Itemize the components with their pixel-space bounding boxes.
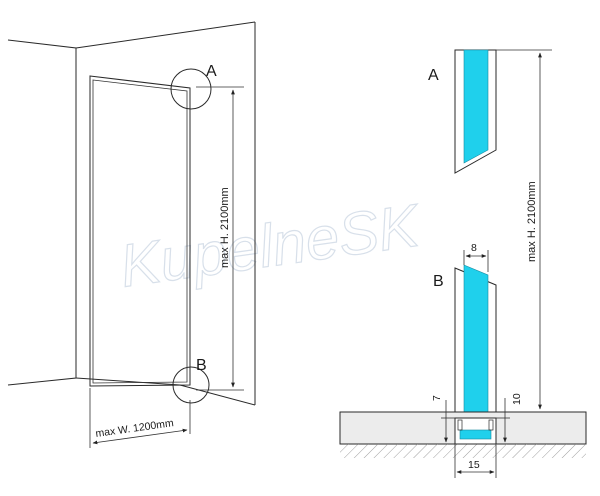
profile-right-height-dimension [496, 398, 510, 443]
thickness-dimension [463, 250, 489, 272]
left-height-label: max H. 2100mm [219, 187, 231, 268]
room-outline [7, 21, 256, 406]
left-label-a: A [206, 63, 217, 80]
left-label-b: B [196, 357, 207, 374]
width-dimension [89, 388, 191, 448]
profile-left-height-dimension [441, 400, 455, 443]
right-view: A B 8 15 [339, 49, 587, 478]
thickness-value: 8 [471, 242, 477, 254]
right-label-a: A [428, 67, 439, 84]
right-height-label: max H. 2100mm [526, 181, 538, 262]
height-dimension [196, 86, 244, 391]
glass-panel-outline [89, 75, 191, 387]
profile-right-height-value: 10 [511, 393, 523, 405]
profile-width-value: 15 [468, 459, 480, 471]
right-label-b: B [433, 273, 444, 290]
profile-left-height-value: 7 [431, 395, 443, 401]
u-profile [454, 417, 497, 445]
left-width-label: max W. 1200mm [95, 417, 175, 440]
watermark-text: KupelneSK [116, 191, 426, 300]
detail-circle-b [172, 366, 210, 404]
profile-width-dimension [454, 444, 497, 478]
glass-bottom-segment [454, 264, 497, 421]
glass-top-segment [454, 49, 552, 174]
detail-circle-a [170, 68, 212, 110]
floor-slab [339, 411, 587, 458]
